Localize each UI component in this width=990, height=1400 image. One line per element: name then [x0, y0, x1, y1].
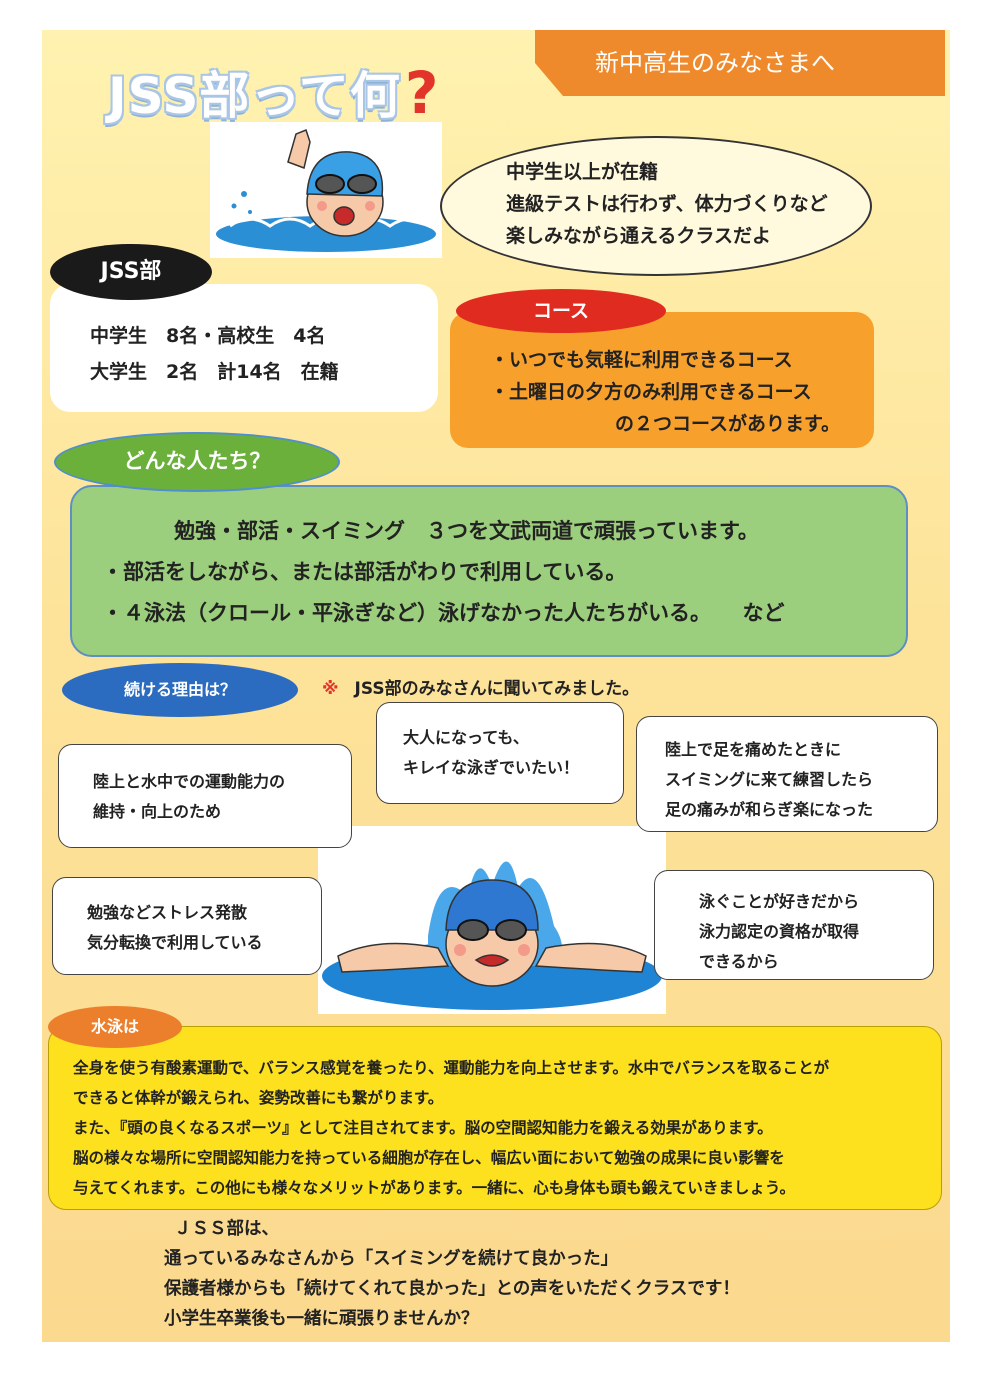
reason-bubble: 陸上と水中での運動能力の 維持・向上のため	[58, 744, 352, 848]
reason-line: 泳力認定の資格が取得	[699, 922, 860, 941]
course-line: ・土曜日の夕方のみ利用できるコース	[490, 381, 812, 403]
member-count-line: 大学生 2名 計14名 在籍	[90, 361, 339, 383]
course-section-label: コース	[456, 289, 666, 333]
intro-line: 楽しみながら通えるクラスだよ	[506, 225, 772, 247]
reason-line: 陸上と水中での運動能力の	[93, 772, 286, 791]
swimmer-cap-goggles-icon	[210, 122, 442, 258]
question-mark: ?	[404, 59, 440, 127]
member-count-line: 中学生 8名・高校生 4名	[90, 325, 326, 347]
intro-line: 進級テストは行わず、体力づくりなど	[506, 193, 828, 215]
who-section-label: どんな人たち？	[54, 432, 340, 492]
reason-line: 足の痛みが和らぎ楽になった	[665, 800, 874, 819]
reason-line: 泳ぐことが好きだから	[699, 892, 860, 911]
benefit-line: 与えてくれます。この他にも様々なメリットがあります。一緒に、心も身体も頭も鍛えて…	[73, 1179, 795, 1197]
reason-line: 大人になっても、	[403, 728, 529, 747]
survey-note: ※ JSS部のみなさんに聞いてみました。	[322, 674, 639, 699]
member-count-box: 中学生 8名・高校生 4名 大学生 2名 計14名 在籍	[50, 284, 438, 412]
closing-line: 通っているみなさんから「スイミングを続けて良かった」	[164, 1249, 619, 1269]
reason-line: 勉強などストレス発散	[87, 903, 248, 922]
reason-section-label: 続ける理由は？	[62, 663, 298, 717]
swimmer-butterfly-icon	[318, 826, 666, 1014]
intro-speech-bubble: 中学生以上が在籍 進級テストは行わず、体力づくりなど 楽しみながら通えるクラスだ…	[440, 136, 872, 276]
swimming-section-label: 水泳は	[48, 1006, 182, 1048]
reason-bubble: 大人になっても、 キレイな泳ぎでいたい！	[376, 702, 624, 804]
benefit-line: 全身を使う有酸素運動で、バランス感覚を養ったり、運動能力を向上させます。水中でバ…	[73, 1059, 830, 1077]
audience-banner: 新中高生のみなさまへ	[535, 30, 945, 96]
page-title: JSS部って何?	[108, 59, 440, 127]
who-line: 勉強・部活・スイミング ３つを文武両道で頑張っています。	[174, 519, 759, 543]
closing-line: 保護者様からも「続けてくれて良かった」との声をいただくクラスです！	[164, 1279, 740, 1299]
course-box: ・いつでも気軽に利用できるコース ・土曜日の夕方のみ利用できるコース の２つコー…	[450, 312, 874, 448]
benefit-line: 脳の様々な場所に空間認知能力を持っている細胞が存在し、幅広い面において勉強の成果…	[73, 1149, 785, 1167]
reason-line: スイミングに来て練習したら	[665, 770, 874, 789]
who-box: 勉強・部活・スイミング ３つを文武両道で頑張っています。 ・部活をしながら、また…	[70, 485, 908, 657]
reason-line: 気分転換で利用している	[87, 933, 263, 952]
course-line: の２つコースがあります。	[615, 413, 841, 435]
reason-line: 維持・向上のため	[93, 802, 222, 821]
note-text: JSS部のみなさんに聞いてみました。	[354, 679, 640, 699]
benefit-line: できると体幹が鍛えられ、姿勢改善にも繋がります。	[73, 1089, 444, 1107]
swimming-benefits-box: 全身を使う有酸素運動で、バランス感覚を養ったり、運動能力を向上させます。水中でバ…	[48, 1026, 942, 1210]
closing-line: 小学生卒業後も一緒に頑張りませんか？	[164, 1309, 479, 1329]
intro-line: 中学生以上が在籍	[506, 161, 659, 183]
jss-section-label: JSS部	[50, 244, 212, 300]
reason-bubble: 泳ぐことが好きだから 泳力認定の資格が取得 できるから	[654, 870, 934, 980]
reason-bubble: 勉強などストレス発散 気分転換で利用している	[52, 877, 322, 975]
benefit-line: また、『頭の良くなるスポーツ』として注目されてます。脳の空間認知能力を鍛える効果…	[73, 1119, 773, 1137]
reason-line: 陸上で足を痛めたときに	[665, 740, 842, 759]
who-line: ・４泳法（クロール・平泳ぎなど）泳げなかった人たちがいる。 など	[102, 601, 785, 625]
note-mark: ※	[322, 679, 339, 699]
reason-bubble: 陸上で足を痛めたときに スイミングに来て練習したら 足の痛みが和らぎ楽になった	[636, 716, 938, 832]
course-line: ・いつでも気軽に利用できるコース	[490, 349, 793, 371]
who-line: ・部活をしながら、または部活がわりで利用している。	[102, 560, 627, 584]
closing-message: ＪＳＳ部は、 通っているみなさんから「スイミングを続けて良かった」 保護者様から…	[164, 1214, 740, 1334]
reason-line: できるから	[699, 952, 779, 971]
reason-line: キレイな泳ぎでいたい！	[403, 758, 580, 777]
closing-line: ＪＳＳ部は、	[174, 1219, 279, 1239]
